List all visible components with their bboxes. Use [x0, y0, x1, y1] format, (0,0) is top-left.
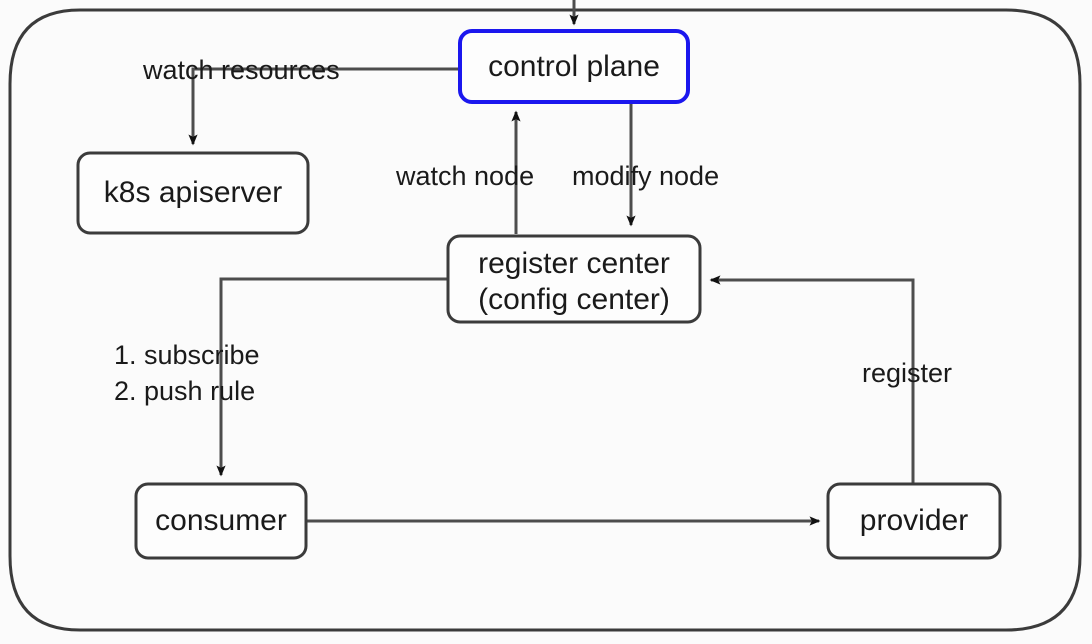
edge-label-watch-node: watch node — [395, 161, 534, 191]
edge-watch-resources: watch resources — [142, 55, 460, 146]
node-label-register-center-line2: (config center) — [478, 283, 670, 316]
edge-label-modify-node: modify node — [572, 161, 719, 191]
edge-register: register — [709, 275, 952, 484]
node-label-k8s-apiserver: k8s apiserver — [104, 176, 282, 209]
node-label-register-center-line1: register center — [478, 247, 670, 280]
node-consumer[interactable]: consumer — [134, 482, 308, 560]
edge-label-register: register — [862, 358, 952, 388]
outer-boundary — [8, 8, 1082, 632]
edge-modify-node: modify node — [572, 104, 719, 227]
node-k8s-apiserver[interactable]: k8s apiserver — [76, 151, 310, 235]
node-provider[interactable]: provider — [826, 482, 1002, 560]
edge-label-watch-resources: watch resources — [142, 55, 340, 85]
edge-watch-node: watch node — [395, 110, 534, 234]
node-register-center[interactable]: register center (config center) — [446, 234, 702, 324]
edge-subscribe-push: 1. subscribe 2. push rule — [114, 277, 448, 477]
node-label-provider: provider — [860, 504, 968, 537]
node-label-consumer: consumer — [155, 504, 287, 537]
edge-label-subscribe: 1. subscribe — [114, 340, 260, 370]
edge-label-push-rule: 2. push rule — [114, 376, 255, 406]
node-control-plane[interactable]: control plane — [458, 29, 690, 104]
node-label-control-plane: control plane — [488, 50, 660, 83]
